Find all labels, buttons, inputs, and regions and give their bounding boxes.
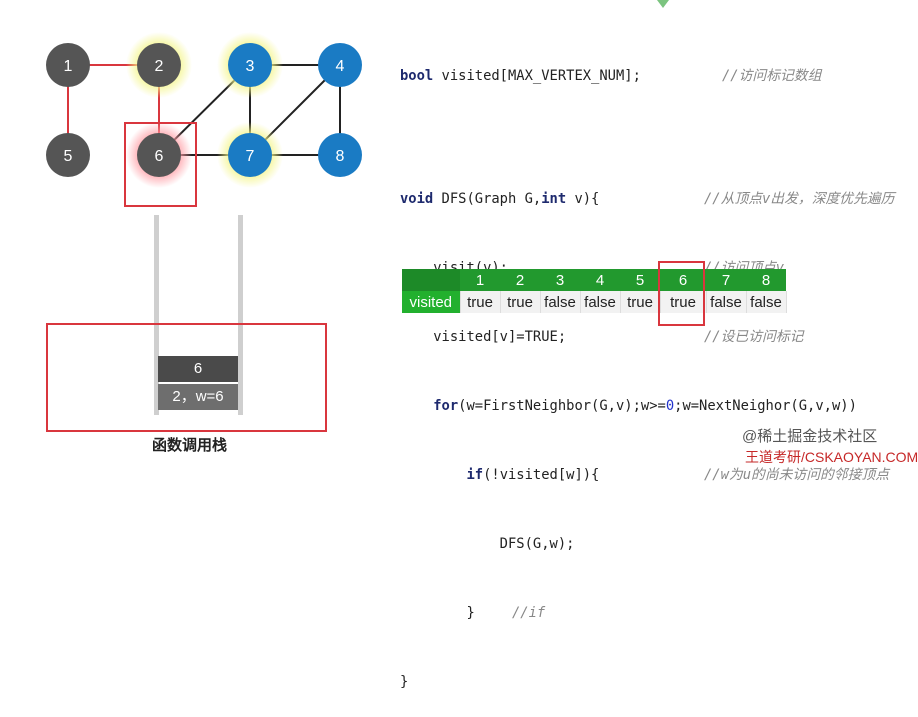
stack-right-wall	[238, 215, 243, 415]
stack-highlight	[46, 323, 327, 432]
graph-node-1: 1	[46, 43, 90, 87]
dfs-code-block: bool visited[MAX_VERTEX_NUM];//访问标记数组 vo…	[400, 19, 894, 717]
code-line-6: if(!visited[w]){//w为u的尚未访问的邻接顶点	[400, 464, 889, 487]
code-line-7: DFS(G,w);	[400, 536, 575, 552]
code-line-2: void DFS(Graph G,int v){//从顶点v出发，深度优先遍历	[400, 188, 894, 211]
visited-header-4: 4	[580, 269, 620, 291]
visited-header-6: 6	[660, 269, 706, 291]
visited-value-5: true	[620, 291, 661, 313]
graph-node-label: 8	[336, 148, 345, 165]
graph-node-5: 5	[46, 133, 90, 177]
graph-node-2: 2	[126, 32, 192, 98]
graph-node-3: 3	[217, 32, 283, 98]
visited-header-1: 1	[460, 269, 500, 291]
visited-value-6: true	[660, 291, 707, 313]
visited-value-4: false	[580, 291, 621, 313]
visited-value-7: false	[706, 291, 747, 313]
code-comment: //设已访问标记	[704, 329, 804, 345]
visited-header-3: 3	[540, 269, 580, 291]
graph-node-7: 7	[217, 122, 283, 188]
graph-node-label: 5	[64, 148, 73, 165]
graph-node-label: 1	[64, 58, 73, 75]
visited-value-1: true	[460, 291, 501, 313]
graph-node-label: 7	[246, 148, 255, 165]
visited-column-highlight	[658, 261, 705, 326]
code-line-9: }	[400, 674, 409, 690]
visited-value-3: false	[540, 291, 581, 313]
code-line-4: visited[v]=TRUE;//设已访问标记	[400, 326, 857, 349]
graph-diagram: 1 2 3 4 5 6 7 8	[46, 32, 362, 188]
code-comment: //从顶点v出发，深度优先遍历	[704, 191, 895, 207]
stack-label: 函数调用栈	[152, 437, 228, 454]
graph-node-6: 6	[126, 122, 192, 188]
visited-header-2: 2	[500, 269, 540, 291]
code-line-1: bool visited[MAX_VERTEX_NUM];//访问标记数组	[400, 65, 857, 88]
current-vertex-highlight	[124, 122, 197, 207]
credit-text: 王道考研/CSKAOYAN.COM	[745, 449, 918, 465]
visited-value-2: true	[500, 291, 541, 313]
graph-node-8: 8	[318, 133, 362, 177]
code-line-5: for(w=FirstNeighbor(G,v);w>=0;w=NextNeig…	[433, 398, 857, 414]
code-comment: //if	[512, 605, 546, 621]
stack-frame-top: 6	[158, 356, 238, 382]
stack-frame: 2，w=6	[158, 384, 238, 410]
visited-label: visited	[402, 291, 461, 313]
graph-node-label: 6	[155, 148, 164, 165]
code-comment: //访问标记数组	[722, 68, 822, 84]
progress-arrow-icon	[657, 0, 669, 8]
visited-header-5: 5	[620, 269, 660, 291]
code-line-8: }//if	[400, 602, 857, 625]
graph-node-label: 4	[336, 58, 345, 75]
graph-node-4: 4	[318, 43, 362, 87]
visited-header-8: 8	[746, 269, 786, 291]
graph-node-label: 3	[246, 58, 255, 75]
visited-header-7: 7	[706, 269, 746, 291]
code-comment: //w为u的尚未访问的邻接顶点	[704, 467, 889, 483]
stack-left-wall	[154, 215, 159, 415]
visited-value-8: false	[746, 291, 787, 313]
graph-node-label: 2	[155, 58, 164, 75]
watermark: @稀土掘金技术社区	[742, 428, 878, 445]
